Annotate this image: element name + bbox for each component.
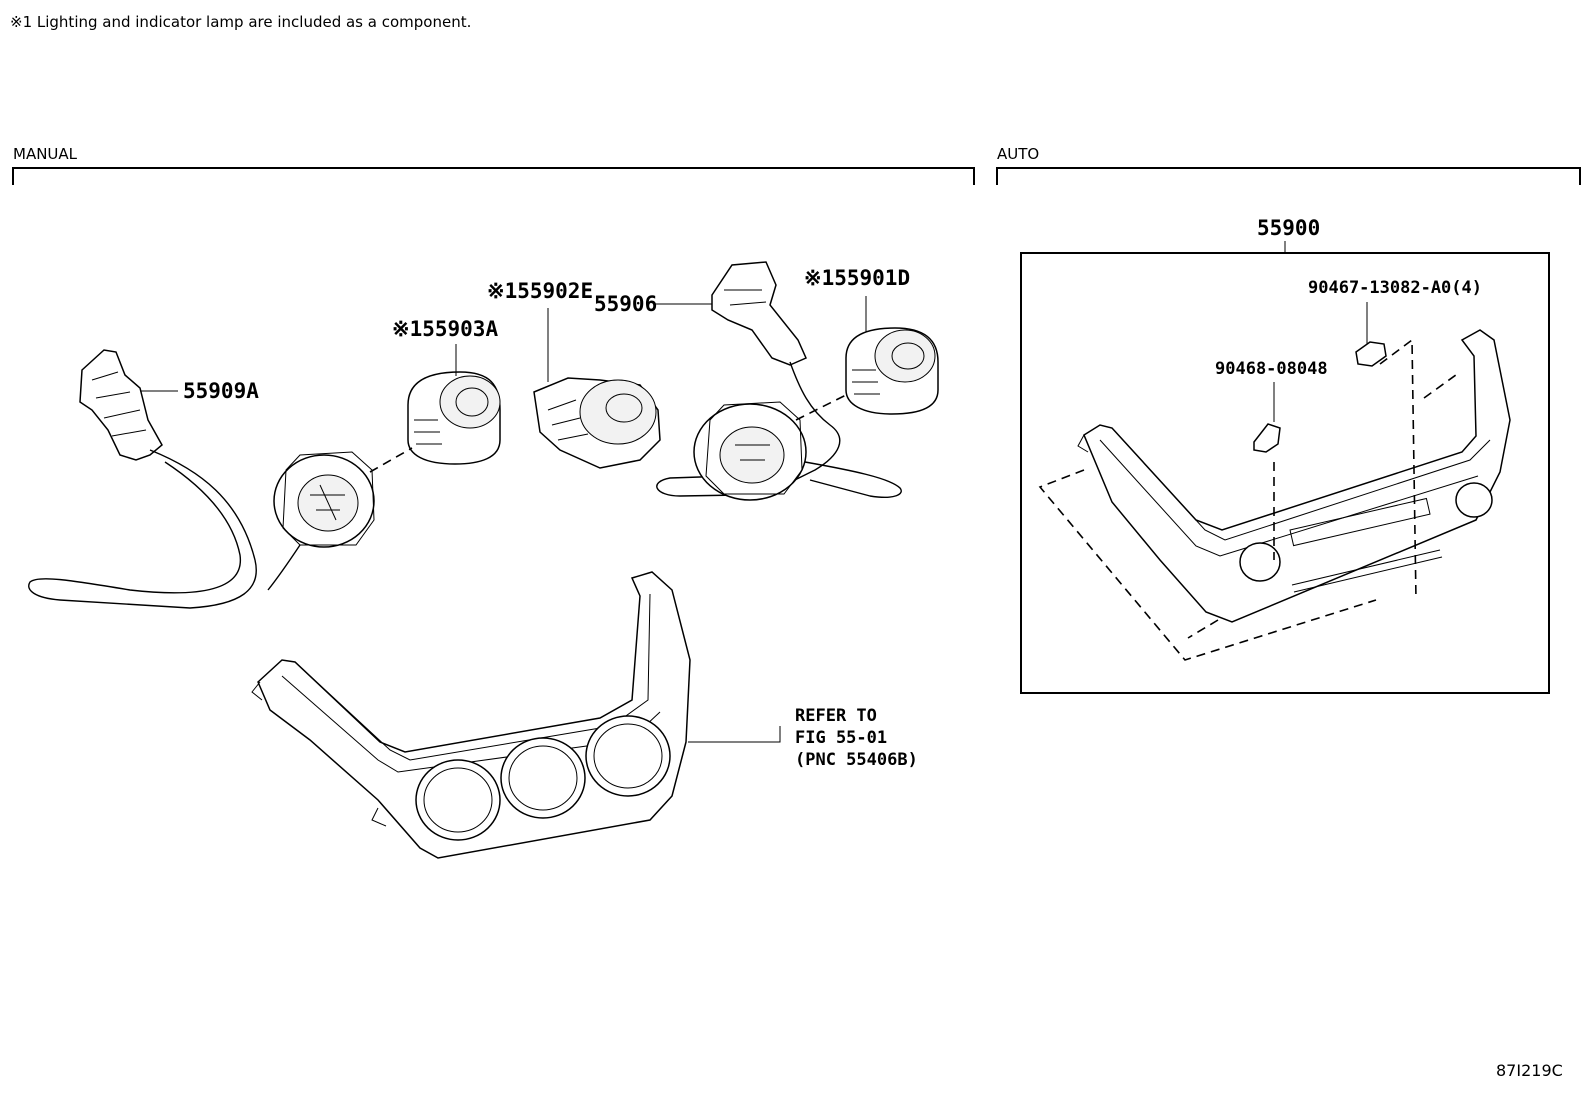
manual-bezel-panel <box>251 571 691 859</box>
assembly-line-55901d <box>795 394 847 421</box>
auto-bezel-panel <box>1077 329 1511 623</box>
auto-section: AUTO <box>996 145 1581 185</box>
label-90468: 90468-08048 <box>1215 359 1328 379</box>
part-55909a-harness <box>28 349 375 609</box>
label-55900: 55900 <box>1257 216 1320 240</box>
leader-refer <box>688 726 781 743</box>
assembly-55900-box <box>1020 252 1550 694</box>
auto-bracket <box>996 167 1581 185</box>
part-55903a-knob <box>407 371 501 465</box>
label-55909a: 55909A <box>183 379 259 403</box>
reference-line-3: (PNC 55406B) <box>795 750 918 770</box>
label-55906: 55906 <box>594 292 657 316</box>
figure-id: 87I219C <box>1496 1061 1563 1080</box>
reference-line-2: FIG 55-01 <box>795 728 887 748</box>
manual-bracket <box>12 167 975 185</box>
part-90467-clip <box>1355 341 1387 367</box>
manual-section-label: MANUAL <box>13 145 78 163</box>
part-55902e-knob <box>533 377 661 469</box>
reference-line-1: REFER TO <box>795 706 877 726</box>
component-note: ※1 Lighting and indicator lamp are inclu… <box>10 13 471 31</box>
reference-note: REFER TO FIG 55-01 (PNC 55406B) <box>795 706 918 770</box>
label-90467: 90467-13082-A0(4) <box>1308 278 1482 298</box>
label-55902e: ※155902E <box>487 279 593 303</box>
assembly-lines-auto <box>1038 338 1461 661</box>
auto-section-label: AUTO <box>997 145 1039 163</box>
label-55901d: ※155901D <box>804 266 910 290</box>
part-55901d-knob <box>845 327 939 415</box>
manual-section: MANUAL <box>12 145 975 185</box>
part-55906-harness <box>656 261 902 501</box>
label-55903a: ※155903A <box>392 317 498 341</box>
assembly-line-55903a <box>369 447 413 473</box>
part-90468-clip <box>1253 423 1281 453</box>
